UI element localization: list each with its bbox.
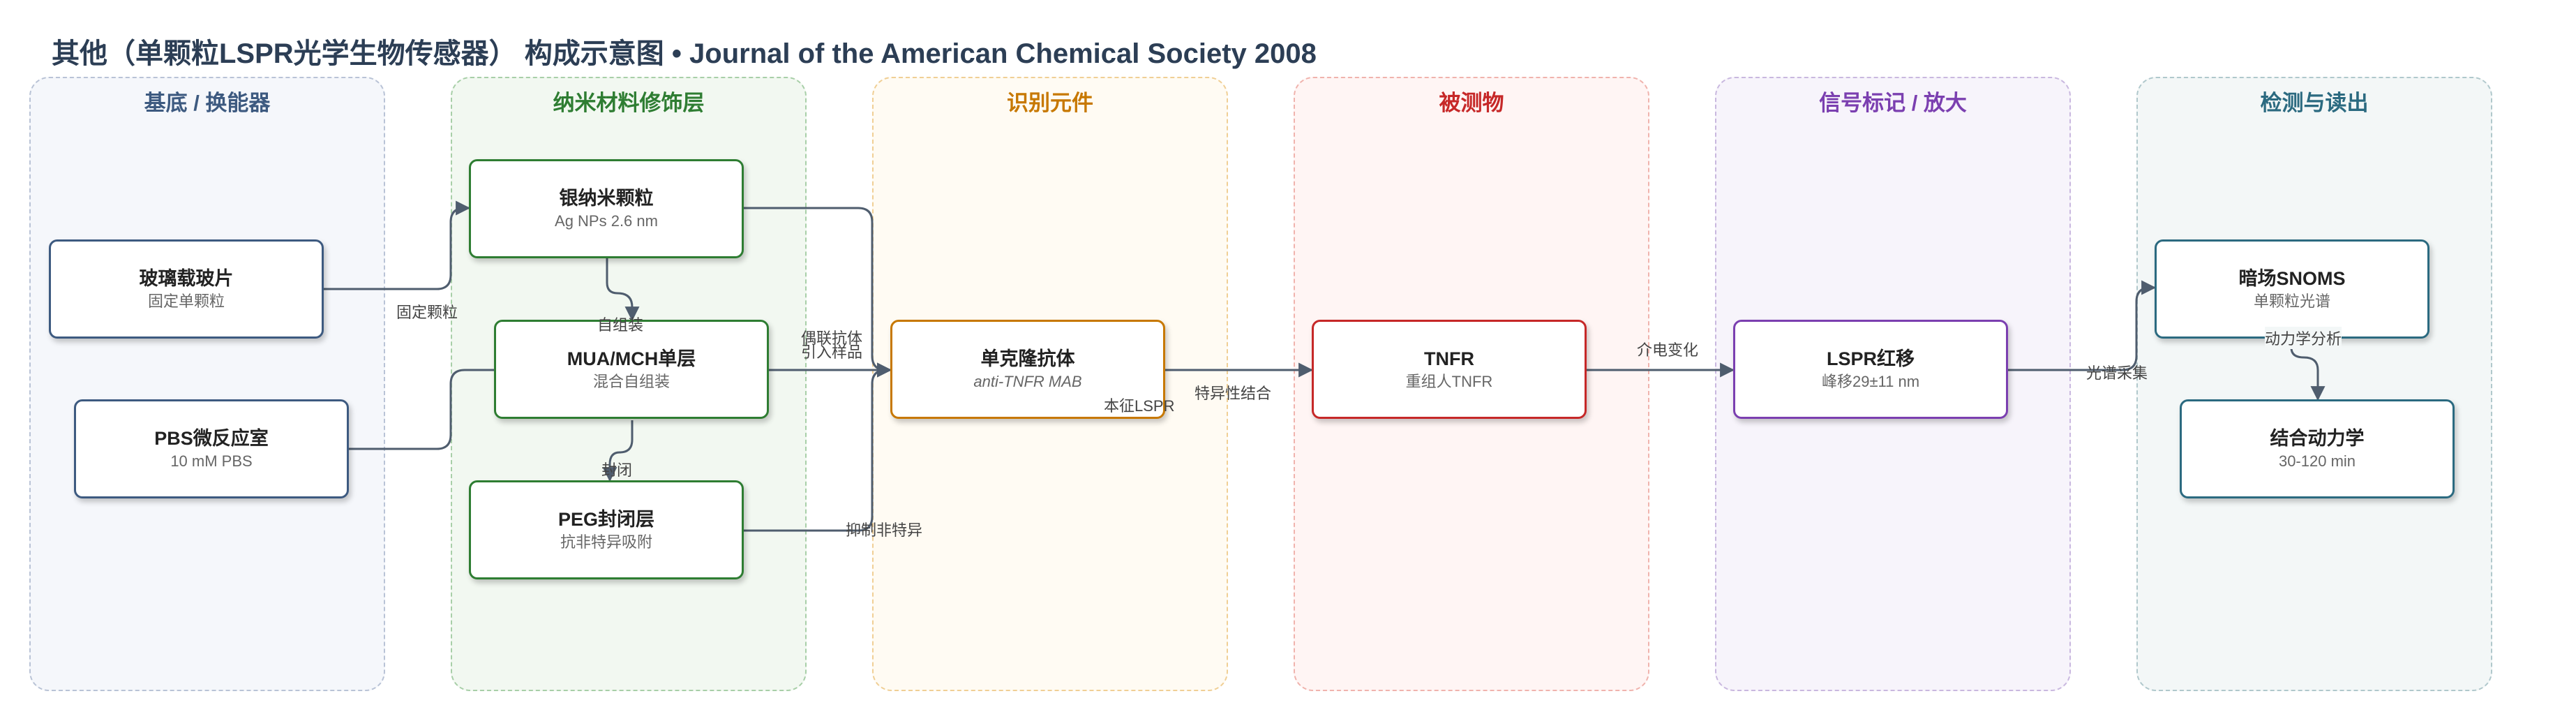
edge-label-suppress: 抑制非特异: [846, 521, 923, 539]
node-silver-nanoparticles-sub: Ag NPs 2.6 nm: [555, 212, 658, 230]
node-monoclonal-antibody-sub: anti-TNFR MAB: [973, 373, 1082, 390]
edge-label-block: 封闭: [601, 461, 633, 479]
lane-substrate: [29, 77, 385, 691]
node-monoclonal-antibody: 单克隆抗体 anti-TNFR MAB: [890, 320, 1165, 419]
lane-title-detection: 检测与读出: [2260, 91, 2369, 115]
lane-detection: [2136, 77, 2492, 691]
node-binding-kinetics-sub: 30-120 min: [2278, 452, 2356, 470]
node-mua-mch-layer-sub: 混合自组装: [592, 373, 670, 390]
edge-lspr-to-snoms: [2008, 280, 2157, 371]
node-peg-blocking-layer: PEG封闭层 抗非特异吸附: [469, 480, 744, 579]
lane-title-signal: 信号标记 / 放大: [1819, 91, 1967, 115]
node-pbs-chamber: PBS微反应室 10 mM PBS: [74, 399, 349, 498]
edge-label-dielectric: 介电变化: [1637, 341, 1699, 359]
node-mua-mch-layer-title: MUA/MCH单层: [567, 348, 696, 369]
node-tnfr-title: TNFR: [1424, 348, 1474, 369]
node-pbs-chamber-sub: 10 mM PBS: [170, 452, 253, 470]
node-pbs-chamber-title: PBS微反应室: [154, 428, 269, 449]
node-glass-slide-title: 玻璃载玻片: [139, 268, 234, 289]
lane-title-nanomaterial: 纳米材料修饰层: [553, 91, 705, 115]
edge-label-collect: 光谱采集: [2086, 364, 2148, 382]
node-binding-kinetics: 结合动力学 30-120 min: [2180, 399, 2455, 498]
lane-title-recognition: 识别元件: [1007, 91, 1093, 115]
node-silver-nanoparticles: 银纳米颗粒 Ag NPs 2.6 nm: [469, 159, 744, 258]
node-monoclonal-antibody-title: 单克隆抗体: [980, 348, 1075, 369]
node-peg-blocking-layer-sub: 抗非特异吸附: [560, 533, 652, 551]
edge-label-fix: 固定颗粒: [396, 304, 458, 321]
node-lspr-redshift: LSPR红移 峰移29±11 nm: [1733, 320, 2008, 419]
node-silver-nanoparticles-title: 银纳米颗粒: [559, 188, 654, 209]
edge-glass-to-agnp: [324, 200, 471, 290]
node-tnfr-sub: 重组人TNFR: [1405, 373, 1493, 390]
node-darkfield-snoms: 暗场SNOMS 单颗粒光谱: [2155, 239, 2429, 339]
node-peg-blocking-layer-title: PEG封闭层: [557, 509, 655, 530]
lane-title-analyte: 被测物: [1439, 91, 1504, 115]
node-lspr-redshift-title: LSPR红移: [1826, 348, 1915, 369]
edge-label-couple: 偶联抗体: [801, 330, 863, 347]
lane-title-substrate: 基底 / 换能器: [144, 91, 271, 115]
node-lspr-redshift-sub: 峰移29±11 nm: [1821, 373, 1920, 390]
edge-label-intrinsic: 本征LSPR: [1104, 397, 1175, 415]
node-glass-slide-sub: 固定单颗粒: [147, 293, 225, 310]
node-glass-slide: 玻璃载玻片 固定单颗粒: [49, 239, 324, 339]
edge-mua-to-peg: [602, 420, 634, 482]
node-mua-mch-layer: MUA/MCH单层 混合自组装: [494, 320, 769, 419]
node-darkfield-snoms-title: 暗场SNOMS: [2238, 268, 2346, 289]
node-binding-kinetics-title: 结合动力学: [2270, 428, 2365, 449]
edge-agnp-to-mua: [606, 258, 640, 322]
edge-label-specific: 特异性结合: [1195, 385, 1272, 402]
node-darkfield-snoms-sub: 单颗粒光谱: [2253, 293, 2330, 310]
edge-label-self-assembly: 自组装: [597, 316, 644, 334]
edge-pbs-to-mab: [349, 362, 892, 450]
edge-label-introduce: 引入样品: [801, 343, 863, 361]
edge-peg-to-mab: [744, 362, 892, 532]
node-tnfr: TNFR 重组人TNFR: [1312, 320, 1587, 419]
diagram-title: 其他（单颗粒LSPR光学生物传感器） 构成示意图 • Journal of th…: [52, 38, 1317, 69]
edge-snoms-to-kinetics: [2290, 338, 2326, 401]
edge-label-dynamics: 动力学分析: [2265, 327, 2342, 349]
